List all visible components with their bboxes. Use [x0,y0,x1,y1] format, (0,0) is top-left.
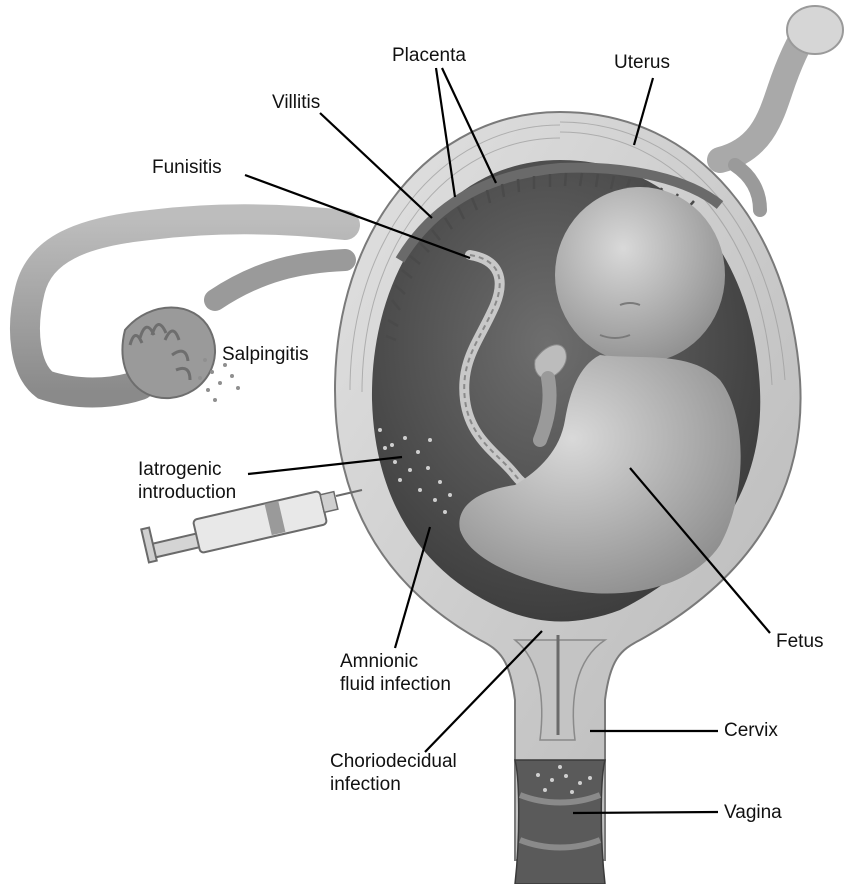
left-fallopian-tube [25,219,345,398]
label-funisitis: Funisitis [152,156,222,179]
label-vagina: Vagina [724,801,782,824]
right-adnexa [720,6,843,210]
label-iatrogenic-introduction: Iatrogenic introduction [138,458,236,504]
label-choriodecidual-infection: Choriodecidual infection [330,750,457,796]
label-fetus: Fetus [776,630,824,653]
label-amnionic-fluid-infection: Amnionic fluid infection [340,650,451,696]
leader-vagina [573,812,718,813]
label-placenta: Placenta [392,44,466,67]
label-villitis: Villitis [272,91,320,114]
label-salpingitis: Salpingitis [222,343,309,366]
label-cervix: Cervix [724,719,778,742]
label-uterus: Uterus [614,51,670,74]
leader-villitis [320,113,432,218]
